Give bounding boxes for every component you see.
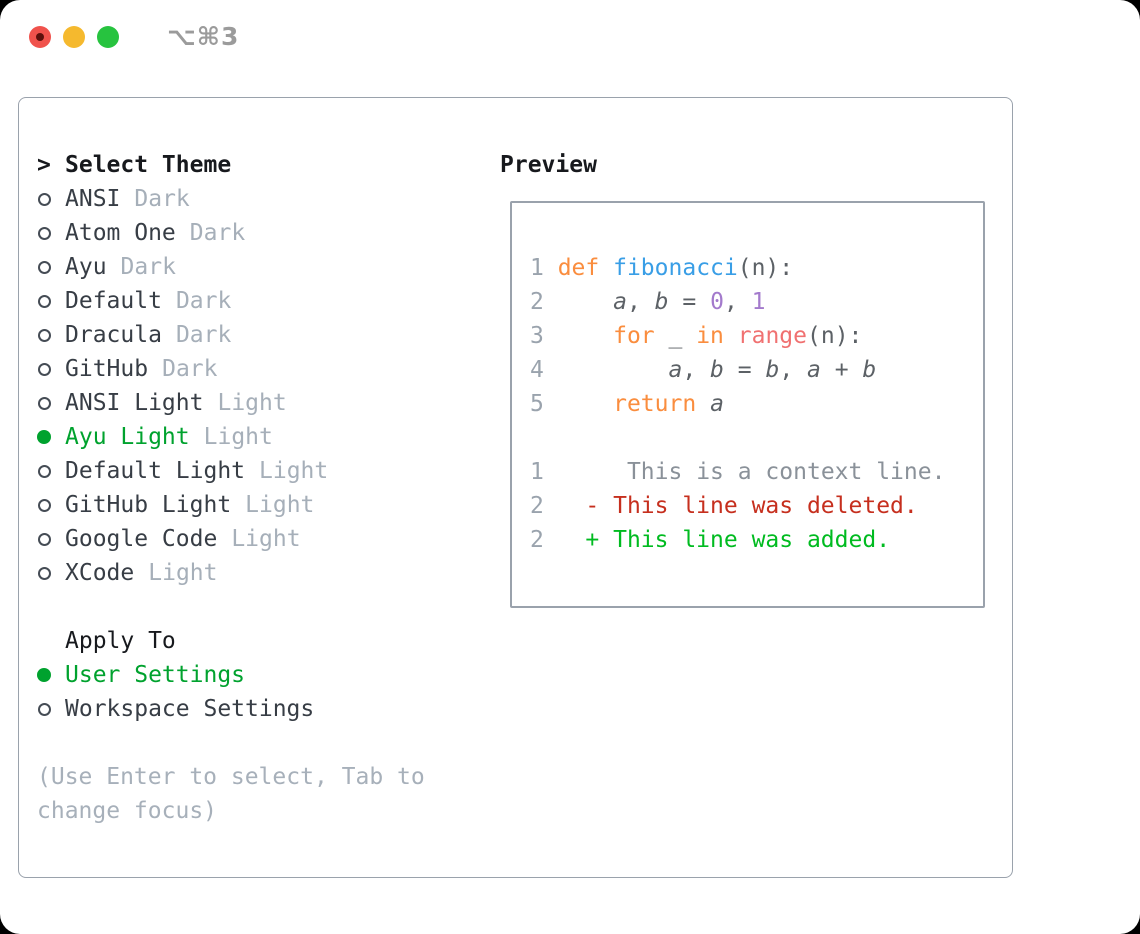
theme-option[interactable]: GitHub Light Light <box>37 488 425 522</box>
code-line: 5 return a <box>530 391 724 417</box>
close-button[interactable] <box>29 26 51 48</box>
radio-icon <box>38 396 51 410</box>
variant-label: Light <box>245 492 315 518</box>
radio-icon <box>38 294 51 308</box>
preview-pane: 1 def fibonacci(n): 2 a, b = 0, 1 3 for _ … <box>510 201 985 608</box>
code-line: 2 + This line was added. <box>530 527 891 553</box>
theme-option[interactable]: ANSI Light Light <box>37 386 425 420</box>
option-label: Dracula <box>65 322 162 348</box>
spacer <box>37 726 425 760</box>
variant-label: Dark <box>189 220 246 246</box>
option-label: Default <box>65 288 162 314</box>
theme-option[interactable]: Default Dark <box>37 284 425 318</box>
apply-to-option[interactable]: User Settings <box>37 658 425 692</box>
radio-icon <box>38 260 51 274</box>
cursor-icon: > <box>37 152 51 178</box>
code-line: 4 a, b = b, a + b <box>530 357 877 383</box>
radio-icon <box>38 532 51 546</box>
variant-label: Dark <box>120 254 176 280</box>
theme-option[interactable]: Google Code Light <box>37 522 425 556</box>
radio-icon <box>38 328 51 342</box>
hint-text-line1: (Use Enter to select, Tab to <box>37 764 425 790</box>
title-bar: ⌥⌘3 <box>0 0 1140 74</box>
close-dot-icon <box>36 33 44 41</box>
radio-icon <box>38 464 51 478</box>
variant-label: Light <box>203 424 273 450</box>
code-line: 2 a, b = 0, 1 <box>530 289 766 315</box>
preview-title: Preview <box>500 152 597 178</box>
code-line: 1 This is a context line. <box>530 459 946 485</box>
code-line: 2 - This line was deleted. <box>530 493 918 519</box>
theme-option[interactable]: GitHub Dark <box>37 352 425 386</box>
option-label: GitHub <box>65 356 149 382</box>
apply-to-header: Apply To <box>37 624 425 658</box>
variant-label: Dark <box>162 356 218 382</box>
option-label: Ayu Light <box>65 424 190 450</box>
theme-option[interactable]: ANSI Dark <box>37 182 425 216</box>
theme-menu-title: Select Theme <box>65 152 232 178</box>
window-title: ⌥⌘3 <box>167 22 240 51</box>
zoom-button[interactable] <box>97 26 119 48</box>
option-label: Google Code <box>65 526 218 552</box>
variant-label: Dark <box>134 186 190 212</box>
option-label: GitHub Light <box>65 492 232 518</box>
theme-option[interactable]: Default Light Light <box>37 454 425 488</box>
theme-option[interactable]: Atom One Dark <box>37 216 425 250</box>
radio-icon <box>38 702 51 716</box>
option-label: ANSI Light <box>65 390 204 416</box>
radio-icon <box>38 362 51 376</box>
option-label: Workspace Settings <box>65 696 315 722</box>
code-line <box>530 421 983 455</box>
variant-label: Light <box>148 560 218 586</box>
option-label: Default Light <box>65 458 246 484</box>
minimize-button[interactable] <box>63 26 85 48</box>
theme-option[interactable]: Ayu Light Light <box>37 420 425 454</box>
variant-label: Light <box>259 458 329 484</box>
theme-option[interactable]: Ayu Dark <box>37 250 425 284</box>
variant-label: Dark <box>175 288 232 314</box>
theme-menu-header: > Select Theme <box>37 148 425 182</box>
code-line: 1 def fibonacci(n): <box>530 255 794 281</box>
radio-selected-icon <box>37 430 51 444</box>
theme-option[interactable]: Dracula Dark <box>37 318 425 352</box>
variant-label: Light <box>217 390 287 416</box>
hint-text-line2: change focus) <box>37 798 218 824</box>
option-label: ANSI <box>65 186 121 212</box>
variant-label: Dark <box>175 322 232 348</box>
radio-icon <box>38 566 51 580</box>
option-label: Ayu <box>65 254 107 280</box>
radio-icon <box>38 226 51 240</box>
option-label: XCode <box>65 560 135 586</box>
radio-icon <box>38 498 51 512</box>
spacer <box>37 590 425 624</box>
theme-option[interactable]: XCode Light <box>37 556 425 590</box>
option-label: User Settings <box>65 662 246 688</box>
apply-to-title: Apply To <box>65 628 176 654</box>
apply-to-option[interactable]: Workspace Settings <box>37 692 425 726</box>
option-label: Atom One <box>65 220 176 246</box>
variant-label: Light <box>231 526 301 552</box>
code-preview: 1 def fibonacci(n): 2 a, b = 0, 1 3 for _ … <box>512 203 983 557</box>
radio-icon <box>38 192 51 206</box>
code-line: 3 for _ in range(n): <box>530 323 863 349</box>
radio-selected-icon <box>37 668 51 682</box>
